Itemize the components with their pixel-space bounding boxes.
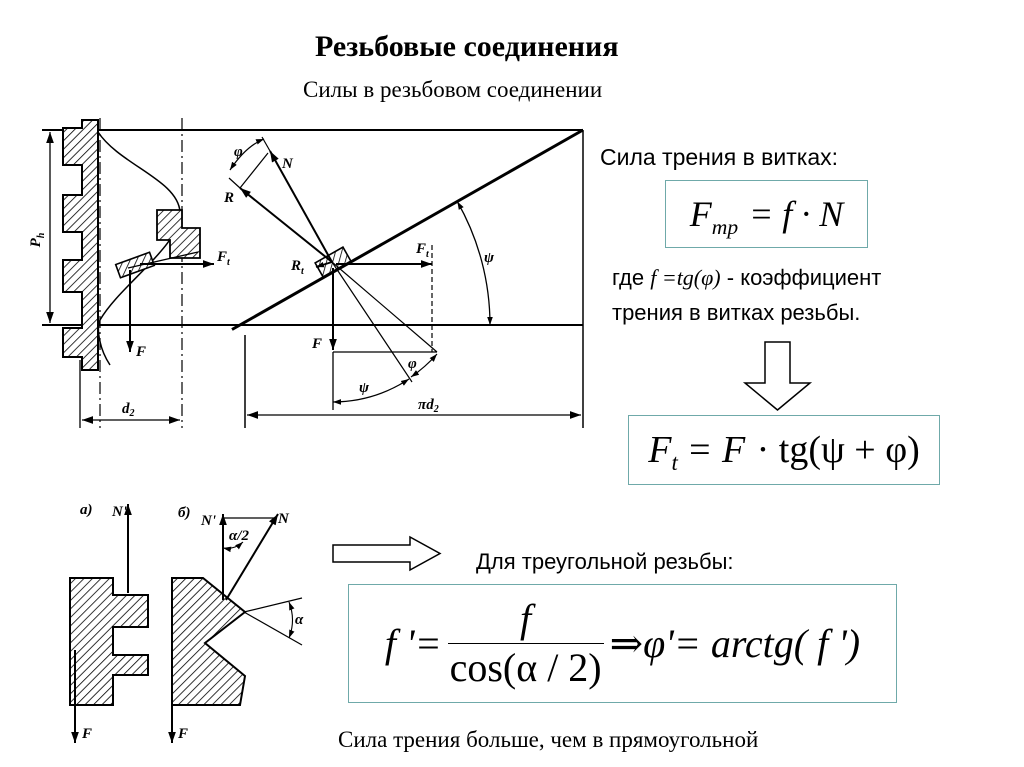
- page-title: Резьбовые соединения: [315, 30, 619, 63]
- circumferential-force-rhs-symbol: F: [722, 429, 746, 471]
- d2-label: d2: [122, 401, 135, 419]
- alpha-ray-lower: [243, 611, 303, 646]
- circumferential-force-subscript: t: [671, 449, 678, 475]
- helix-fan-line: [331, 261, 413, 383]
- friction-force-formula-box: Fтр = f · N: [665, 180, 868, 248]
- rect-thread-label: а): [80, 502, 93, 518]
- triangular-thread-profile: [171, 577, 247, 706]
- ft-right-label: Ft: [415, 241, 430, 260]
- circumferential-force-formula-box: Ft=F· tg(ψ + φ): [628, 415, 940, 485]
- lead-label-main: P: [28, 237, 44, 247]
- ft-right-label-sub: t: [426, 249, 430, 260]
- force-triangle-line: [239, 152, 269, 189]
- down-arrow-outline: [742, 341, 813, 411]
- friction-heading: Сила трения в витках:: [600, 144, 839, 170]
- phi-angle-arc-upper: [229, 138, 265, 171]
- friction-force-subscript: тр: [711, 214, 739, 239]
- coefficient-note-suffix: - коэффициент: [720, 265, 882, 290]
- pi-d2-label: πd2: [418, 397, 439, 415]
- top-diagram: [42, 118, 584, 428]
- d2-label-sub: 2: [129, 408, 135, 419]
- rt-label-sub: t: [301, 266, 305, 277]
- fraction-numerator: f: [447, 599, 604, 644]
- conclusion-text: Сила трения больше, чем в прямоугольной: [338, 727, 759, 752]
- right-arrow-outline: [332, 535, 442, 572]
- rect-axial-force-label: F: [81, 726, 92, 742]
- rectangular-thread-profile: [69, 577, 149, 706]
- bolt-thread-profile: [62, 119, 99, 371]
- circumferential-force-formula: Ft=F· tg(ψ + φ): [648, 429, 920, 474]
- triangular-thread-heading: Для треугольной резьбы:: [476, 549, 734, 574]
- rect-normal-force-label: N': [111, 504, 127, 520]
- d2-label-main: d: [122, 401, 130, 417]
- circumferential-force-rhs-rest: · tg(ψ + φ): [756, 429, 920, 471]
- fraction-denominator: cos(α / 2): [449, 645, 602, 690]
- reduced-friction-formula-box: f '= f cos(α / 2) ⇒φ'= arctg( f '): [348, 584, 897, 703]
- psi-angle-arc: [456, 201, 493, 326]
- ft-right-label-main: F: [415, 241, 426, 257]
- bottom-diagrams: [69, 504, 303, 743]
- reduced-friction-lhs: f '=: [384, 620, 442, 666]
- tri-normal-prime-label: N': [200, 513, 216, 529]
- resultant-label: R: [223, 190, 234, 206]
- helix-incline-line: [231, 128, 584, 331]
- bottom-diagram-labels: а) N' F б) N' N α/2 α F: [80, 502, 304, 742]
- ft-left-label-sub: t: [227, 257, 231, 268]
- normal-force-label: N: [281, 156, 294, 172]
- tri-normal-label: N: [277, 511, 290, 527]
- tri-normal-force-arrow: [225, 513, 279, 601]
- nut-element-left: [114, 251, 156, 279]
- coefficient-note: где f =tg(φ) - коэффициент: [612, 265, 881, 290]
- psi-angle-arc-lower: [332, 378, 410, 405]
- page-subtitle: Силы в резьбовом соединении: [303, 77, 603, 102]
- half-alpha-label: α/2: [229, 528, 249, 544]
- phi-upper-label: φ: [234, 144, 243, 160]
- tri-axial-force-label: F: [177, 726, 188, 742]
- phi-lower-label: φ: [408, 356, 417, 372]
- psi-lower-label: ψ: [359, 380, 370, 396]
- coefficient-note-prefix: где: [612, 265, 651, 290]
- axial-force-right-label: F: [311, 336, 322, 352]
- circumferential-force-equals: =: [689, 429, 711, 471]
- friction-force-symbol: F: [689, 194, 712, 234]
- reduced-friction-fraction: f cos(α / 2): [447, 599, 604, 690]
- reduced-friction-formula: f '= f cos(α / 2) ⇒φ'= arctg( f '): [385, 599, 860, 688]
- axial-force-left-label: F: [135, 344, 146, 360]
- circumferential-force-symbol: F: [648, 429, 672, 471]
- friction-force-formula: Fтр = f · N: [689, 194, 844, 237]
- top-diagram-labels: φ N R Ph Ft Rt Ft ψ F F φ ψ d2 πd2: [28, 144, 495, 419]
- phi-extension-resultant: [228, 177, 241, 189]
- pi-d2-label-sub: 2: [433, 404, 439, 415]
- lead-label-sub: h: [36, 232, 47, 238]
- alpha-ray-upper: [243, 597, 303, 613]
- ft-left-label: Ft: [216, 249, 231, 268]
- half-alpha-angle-arc: [222, 541, 244, 553]
- pi-d2-label-main: πd: [418, 397, 434, 413]
- alpha-angle-arc: [288, 601, 295, 639]
- resultant-force-arrow: [239, 187, 333, 263]
- phi-angle-arc-lower: [410, 353, 438, 378]
- friction-force-rhs: = f · N: [748, 194, 844, 234]
- normal-force-arrow: [269, 150, 333, 263]
- rt-label: Rt: [290, 258, 305, 277]
- rt-label-main: R: [290, 258, 301, 274]
- rt-force-arrow: [315, 261, 333, 268]
- tri-thread-label: б): [178, 505, 190, 521]
- psi-helix-label: ψ: [484, 250, 495, 266]
- ft-left-label-main: F: [216, 249, 227, 265]
- alpha-label: α: [295, 612, 304, 628]
- helix-projection-curve: [97, 131, 181, 366]
- resultant-fan-line: [331, 261, 438, 353]
- resultant-line-left: [127, 251, 199, 269]
- reduced-friction-rhs: ⇒φ'= arctg( f '): [609, 620, 861, 666]
- nut-thread-tooth: [156, 209, 201, 259]
- coefficient-note-line2: трения в витках резьбы.: [612, 300, 861, 325]
- lead-label: Ph: [28, 232, 47, 247]
- coefficient-note-formula: f =tg(φ): [650, 265, 721, 290]
